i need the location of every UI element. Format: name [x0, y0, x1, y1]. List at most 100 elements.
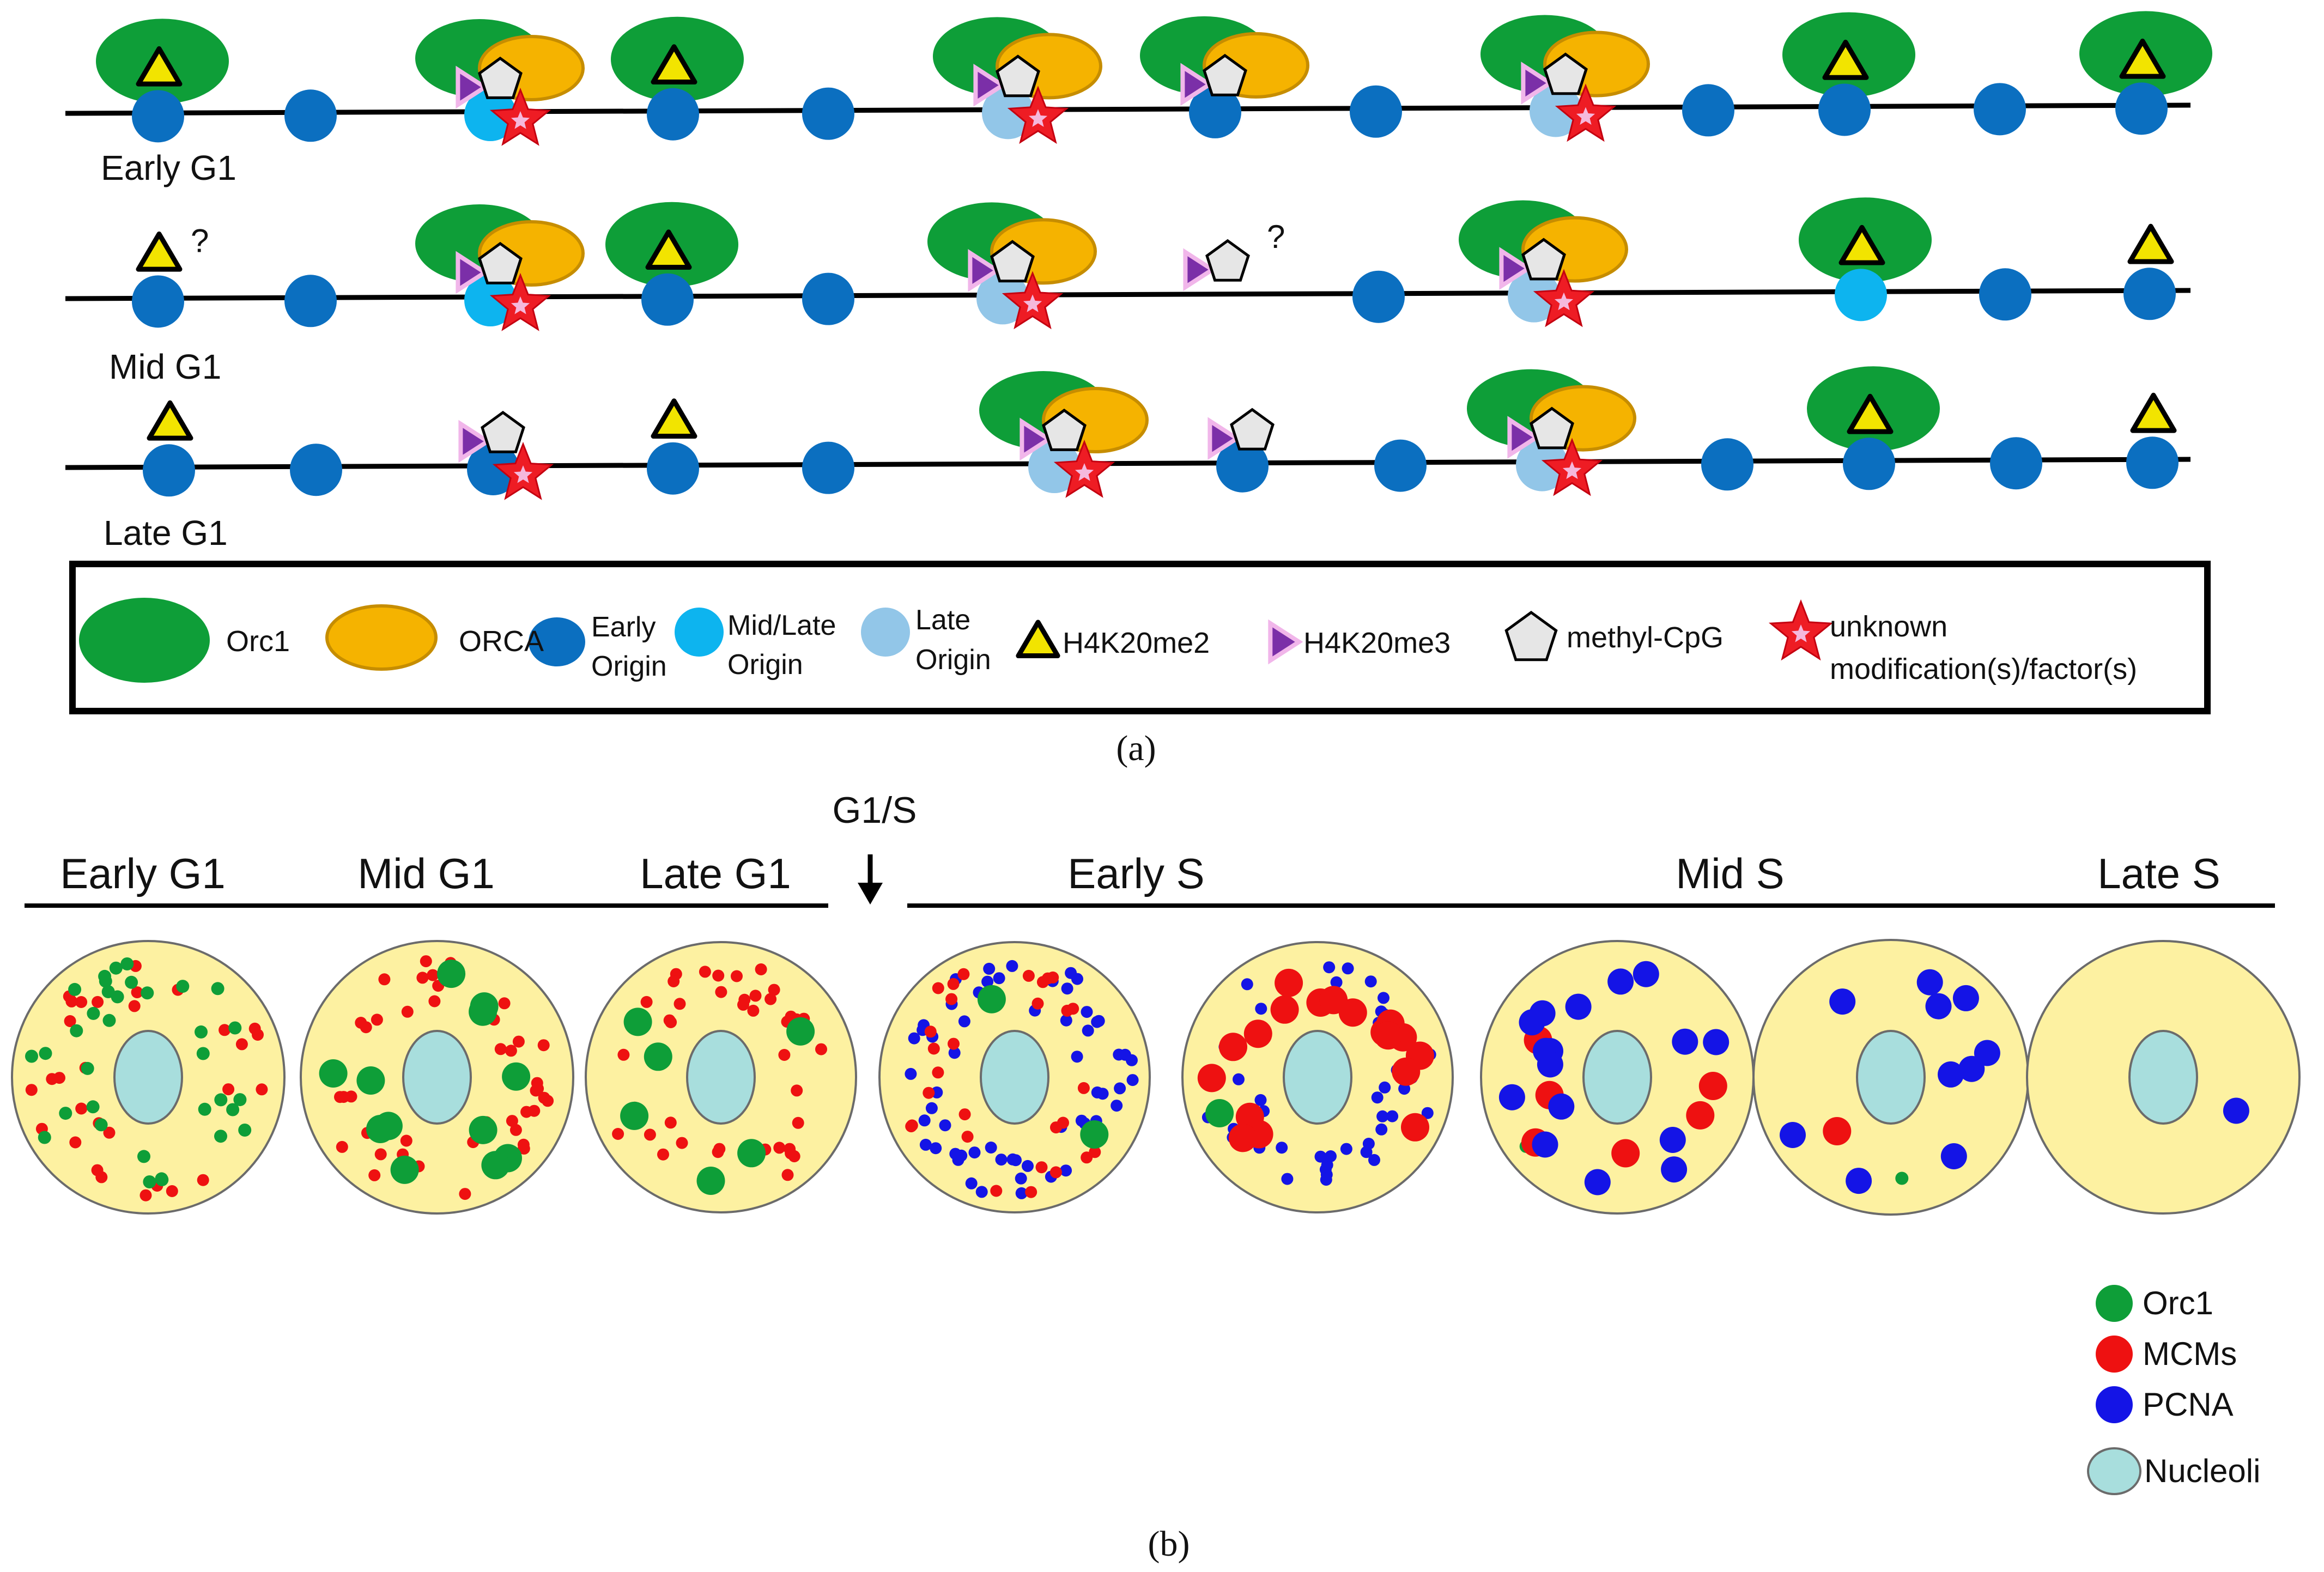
mcm-focus	[924, 1025, 937, 1038]
h4k20me2-triangle-icon	[136, 231, 183, 272]
mcm-focus	[715, 986, 727, 998]
replication-origin	[2126, 436, 2179, 489]
pcna-focus	[1780, 1122, 1806, 1148]
mcm-focus	[166, 1185, 178, 1197]
orc1-focus	[176, 980, 190, 993]
orc1-focus	[214, 1130, 227, 1143]
orc1-focus	[233, 1093, 247, 1107]
h4k20me2-triangle-icon	[2119, 38, 2166, 79]
replication-origin	[802, 441, 854, 494]
legend-unknown-label-2: modification(s)/factor(s)	[1830, 653, 2137, 685]
mcm-focus	[932, 1066, 944, 1079]
h4k20me3-triangle-icon	[1499, 247, 1533, 290]
h4k20me2-triangle-icon	[147, 400, 193, 441]
h4k20me3-triangle-icon	[1521, 62, 1555, 105]
pcna-focus	[993, 972, 1005, 985]
pcna-focus	[1071, 973, 1083, 985]
pcna-focus	[983, 962, 996, 975]
unknown-factor-star-center	[513, 465, 533, 483]
mcm-focus	[128, 1000, 141, 1012]
pcna-focus	[1371, 1091, 1384, 1104]
legend-b-nucleoli-swatch	[2087, 1447, 2141, 1495]
pcna-focus	[985, 1142, 997, 1154]
pcna-focus	[1015, 1187, 1028, 1199]
mcm-focus	[92, 996, 104, 1008]
orc1-focus	[196, 1047, 210, 1060]
row-label-late-g1: Late G1	[104, 513, 228, 553]
pcna-focus	[1940, 1143, 1967, 1169]
phase-label-mid-s: Mid S	[1676, 849, 1784, 897]
pcna-focus	[1421, 1107, 1434, 1119]
mcm-focus	[1219, 1033, 1247, 1061]
pcna-focus	[925, 1102, 938, 1114]
orc1-focus	[319, 1059, 348, 1088]
mcm-focus	[713, 1143, 726, 1155]
mcm-focus	[1270, 995, 1299, 1024]
phase-label-late-s: Late S	[2097, 849, 2220, 897]
mcm-focus	[617, 1048, 630, 1061]
orc1-focus	[437, 960, 466, 988]
panel-b-cells	[11, 939, 2301, 1216]
row-label-early-g1: Early G1	[101, 148, 236, 187]
orc1-focus	[86, 1100, 100, 1114]
replication-origin	[802, 272, 854, 325]
mcm-focus	[927, 1042, 940, 1055]
nucleus-cell-5	[1181, 941, 1454, 1213]
replication-origin	[1974, 83, 2026, 136]
methyl-cpg-pentagon-icon	[1205, 239, 1250, 282]
mcm-focus	[747, 1004, 760, 1017]
phase-label-late-g1: Late G1	[640, 849, 791, 897]
pcna-focus	[1015, 1172, 1027, 1185]
mcm-focus	[374, 1148, 387, 1161]
replication-origin	[464, 89, 517, 141]
mcm-focus	[612, 1128, 624, 1140]
h4k20me3-triangle-icon	[968, 249, 1002, 292]
mcm-focus	[1698, 1072, 1727, 1100]
mcm-focus	[958, 1108, 971, 1121]
mcm-focus	[905, 1120, 918, 1133]
legend-b-mcm-label: MCMs	[2143, 1336, 2237, 1372]
mcm-focus	[25, 1084, 38, 1096]
mcm-focus	[131, 986, 143, 999]
h4k20me3-triangle-icon	[973, 64, 1007, 107]
mcm-focus	[360, 1021, 372, 1034]
mcm-focus	[948, 1037, 960, 1050]
pcna-focus	[1607, 968, 1634, 995]
mcm-focus	[1022, 969, 1035, 982]
legend-orca-swatch	[325, 604, 438, 671]
mcm-focus	[1049, 1166, 1062, 1179]
mcm-focus	[428, 995, 441, 1007]
replication-origin	[2123, 268, 2176, 320]
legend-h4k20me2-icon	[1016, 620, 1060, 659]
legend-unknown-label-1: unknown	[1830, 610, 1947, 643]
mcm-focus	[932, 982, 944, 994]
mcm-focus	[1319, 986, 1348, 1015]
pcna-focus	[1330, 976, 1343, 988]
mcm-focus	[764, 993, 777, 1005]
chromatin-row-2: ??	[65, 197, 2191, 331]
mcm-focus	[644, 1128, 656, 1141]
mcm-focus	[1401, 1113, 1429, 1142]
unknown-factor-star-center	[1554, 292, 1574, 311]
orc1-focus	[620, 1101, 649, 1130]
mcm-focus	[371, 1013, 383, 1026]
replication-origin	[1508, 270, 1560, 323]
phase-label-early-g1: Early G1	[60, 849, 225, 897]
mcm-focus	[400, 1134, 412, 1147]
replication-origin	[976, 272, 1029, 325]
mcm-focus	[961, 1131, 974, 1143]
nucleus-cell-7	[1752, 939, 2029, 1216]
pcna-focus	[1255, 1003, 1267, 1015]
legend-midlate-origin-label-2: Origin	[727, 649, 803, 681]
replication-origin	[1216, 440, 1269, 493]
orc1-focus	[737, 1139, 766, 1168]
replication-origin	[1835, 269, 1887, 321]
mcm-focus	[737, 998, 749, 1011]
pcna-focus	[1323, 961, 1336, 974]
pcna-focus	[1082, 1024, 1094, 1037]
pcna-focus	[1378, 992, 1389, 1004]
mcm-focus	[773, 1142, 786, 1154]
legend-midlate-origin-label-1: Mid/Late	[727, 610, 836, 641]
mcm-focus	[1031, 997, 1044, 1010]
orc1-focus	[98, 969, 112, 983]
